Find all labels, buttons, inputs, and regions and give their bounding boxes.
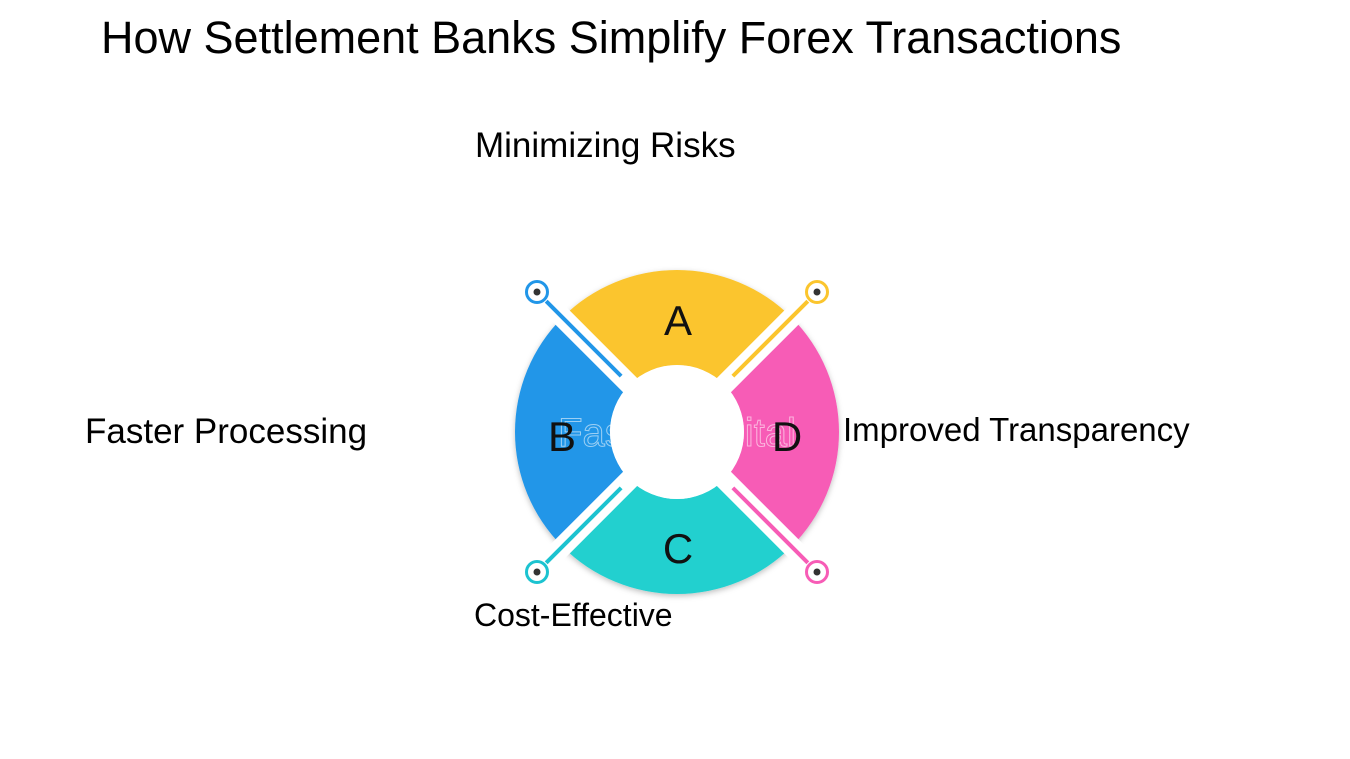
connector-dot-icon bbox=[813, 568, 821, 576]
segment-letter-b: B bbox=[548, 413, 576, 460]
segment-letter-d: D bbox=[772, 413, 802, 460]
segment-letter-c: C bbox=[663, 525, 693, 572]
connector-dot-icon bbox=[533, 568, 541, 576]
watermark-logo: FasterCapital bbox=[558, 411, 796, 455]
segment-letter-a: A bbox=[664, 297, 692, 344]
segment-d bbox=[724, 317, 839, 547]
segment-b bbox=[515, 317, 630, 547]
label-improved-transparency: Improved Transparency bbox=[843, 411, 1190, 448]
connector-line bbox=[544, 486, 623, 565]
connector-dot-icon bbox=[533, 288, 541, 296]
center-hole bbox=[610, 365, 744, 499]
diagram-title: How Settlement Banks Simplify Forex Tran… bbox=[101, 12, 1122, 63]
connector-dot-icon bbox=[813, 288, 821, 296]
label-faster-processing: Faster Processing bbox=[85, 412, 368, 451]
segment-a bbox=[562, 270, 792, 385]
connector-line bbox=[731, 486, 810, 565]
connector-line bbox=[544, 299, 623, 378]
connector-line bbox=[731, 299, 810, 378]
segment-c bbox=[562, 479, 792, 594]
label-minimizing-risks: Minimizing Risks bbox=[475, 126, 736, 165]
label-cost-effective: Cost-Effective bbox=[474, 597, 673, 633]
